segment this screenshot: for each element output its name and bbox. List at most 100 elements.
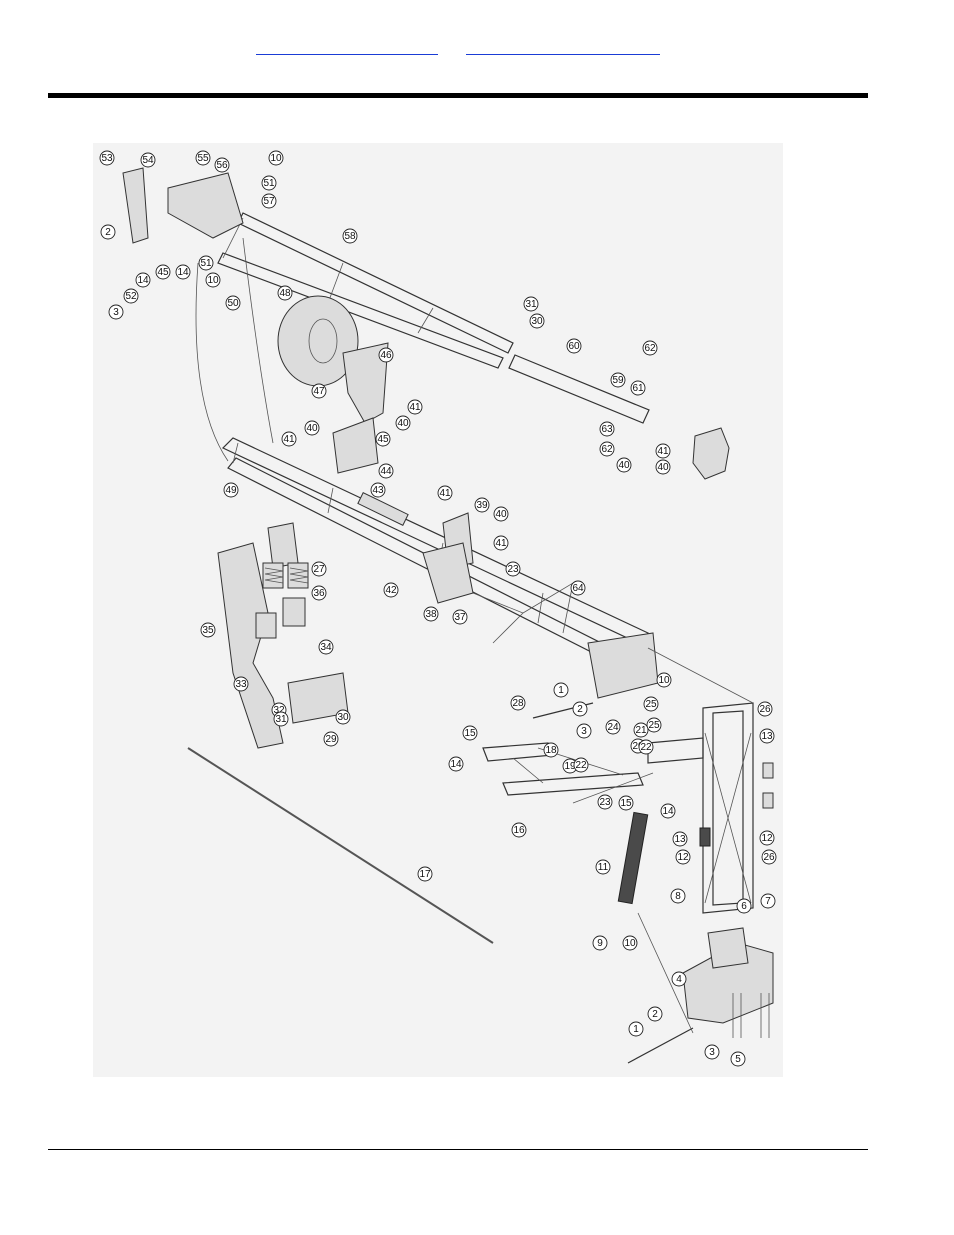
callout-53: 53 [99, 150, 115, 166]
callout-29: 29 [323, 731, 339, 747]
callout-5: 5 [730, 1051, 746, 1067]
callout-number: 57 [263, 196, 275, 207]
callout-31: 31 [523, 296, 539, 312]
callout-number: 56 [216, 160, 228, 171]
callout-number: 33 [235, 679, 247, 690]
callout-7: 7 [760, 893, 776, 909]
callout-8: 8 [670, 888, 686, 904]
callout-number: 30 [531, 316, 543, 327]
callout-57: 57 [261, 193, 277, 209]
callout-number: 14 [450, 759, 462, 770]
callout-number: 26 [759, 704, 771, 715]
callout-49: 49 [223, 482, 239, 498]
callout-number: 10 [624, 938, 636, 949]
callout-number: 54 [142, 155, 154, 166]
callout-number: 13 [674, 834, 686, 845]
callout-14: 14 [135, 272, 151, 288]
callout-number: 31 [275, 714, 287, 725]
callout-number: 61 [632, 383, 644, 394]
callout-number: 23 [507, 564, 519, 575]
callout-37: 37 [452, 609, 468, 625]
callout-number: 6 [741, 901, 747, 912]
callout-24: 24 [605, 719, 621, 735]
callout-2: 2 [572, 701, 588, 717]
callout-number: 10 [270, 153, 282, 164]
callout-number: 13 [761, 731, 773, 742]
callout-33: 33 [233, 676, 249, 692]
callout-10: 10 [205, 272, 221, 288]
callout-48: 48 [277, 285, 293, 301]
callout-40: 40 [395, 415, 411, 431]
callout-28: 28 [510, 695, 526, 711]
callout-number: 41 [657, 446, 669, 457]
header-link-2[interactable] [466, 40, 660, 55]
callout-number: 51 [200, 258, 212, 269]
callout-number: 10 [207, 275, 219, 286]
header-rule [48, 93, 868, 98]
callout-number: 2 [105, 227, 111, 238]
callout-38: 38 [423, 606, 439, 622]
callout-17: 17 [417, 866, 433, 882]
callout-number: 24 [607, 722, 619, 733]
callout-number: 25 [645, 699, 657, 710]
callout-number: 40 [495, 509, 507, 520]
callout-number: 14 [662, 806, 674, 817]
callout-55: 55 [195, 150, 211, 166]
callout-number: 35 [202, 625, 214, 636]
callout-number: 25 [648, 720, 660, 731]
callout-number: 29 [325, 734, 337, 745]
callout-15: 15 [462, 725, 478, 741]
callout-10: 10 [656, 672, 672, 688]
callout-number: 14 [137, 275, 149, 286]
callout-number: 45 [157, 267, 169, 278]
callout-50: 50 [225, 295, 241, 311]
callout-number: 17 [419, 869, 431, 880]
callout-number: 5 [735, 1054, 741, 1065]
callout-41: 41 [281, 431, 297, 447]
callout-number: 46 [380, 350, 392, 361]
header-link-1[interactable] [256, 40, 438, 55]
callout-number: 1 [558, 685, 564, 696]
callout-2: 2 [647, 1006, 663, 1022]
callout-1: 1 [553, 682, 569, 698]
callout-number: 63 [601, 424, 613, 435]
callout-22: 22 [638, 739, 654, 755]
callout-number: 11 [598, 862, 609, 873]
callout-2: 2 [100, 224, 116, 240]
callout-number: 49 [225, 485, 237, 496]
callout-number: 59 [612, 375, 624, 386]
callout-42: 42 [383, 582, 399, 598]
callout-number: 40 [306, 423, 318, 434]
callout-59: 59 [610, 372, 626, 388]
callout-61: 61 [630, 380, 646, 396]
callout-number: 48 [279, 288, 291, 299]
callout-number: 18 [545, 745, 557, 756]
callout-3: 3 [704, 1044, 720, 1060]
callout-40: 40 [493, 506, 509, 522]
callout-14: 14 [448, 756, 464, 772]
callout-number: 27 [313, 564, 325, 575]
callout-23: 23 [505, 561, 521, 577]
callout-41: 41 [407, 399, 423, 415]
callout-number: 36 [313, 588, 325, 599]
callout-number: 42 [385, 585, 397, 596]
callout-number: 52 [125, 291, 137, 302]
callout-number: 32 [273, 705, 285, 716]
callout-number: 23 [599, 797, 611, 808]
callout-number: 8 [675, 891, 681, 902]
footer-rule [48, 1149, 868, 1150]
callout-number: 44 [380, 466, 392, 477]
callout-45: 45 [375, 431, 391, 447]
callout-number: 41 [283, 434, 295, 445]
callout-number: 45 [377, 434, 389, 445]
callout-number: 34 [320, 642, 332, 653]
callout-number: 15 [620, 798, 632, 809]
callout-12: 12 [675, 849, 691, 865]
callout-number: 50 [227, 298, 239, 309]
callout-40: 40 [616, 457, 632, 473]
callout-15: 15 [618, 795, 634, 811]
callout-number: 58 [344, 231, 356, 242]
callout-12: 12 [759, 830, 775, 846]
callout-number: 7 [765, 896, 771, 907]
